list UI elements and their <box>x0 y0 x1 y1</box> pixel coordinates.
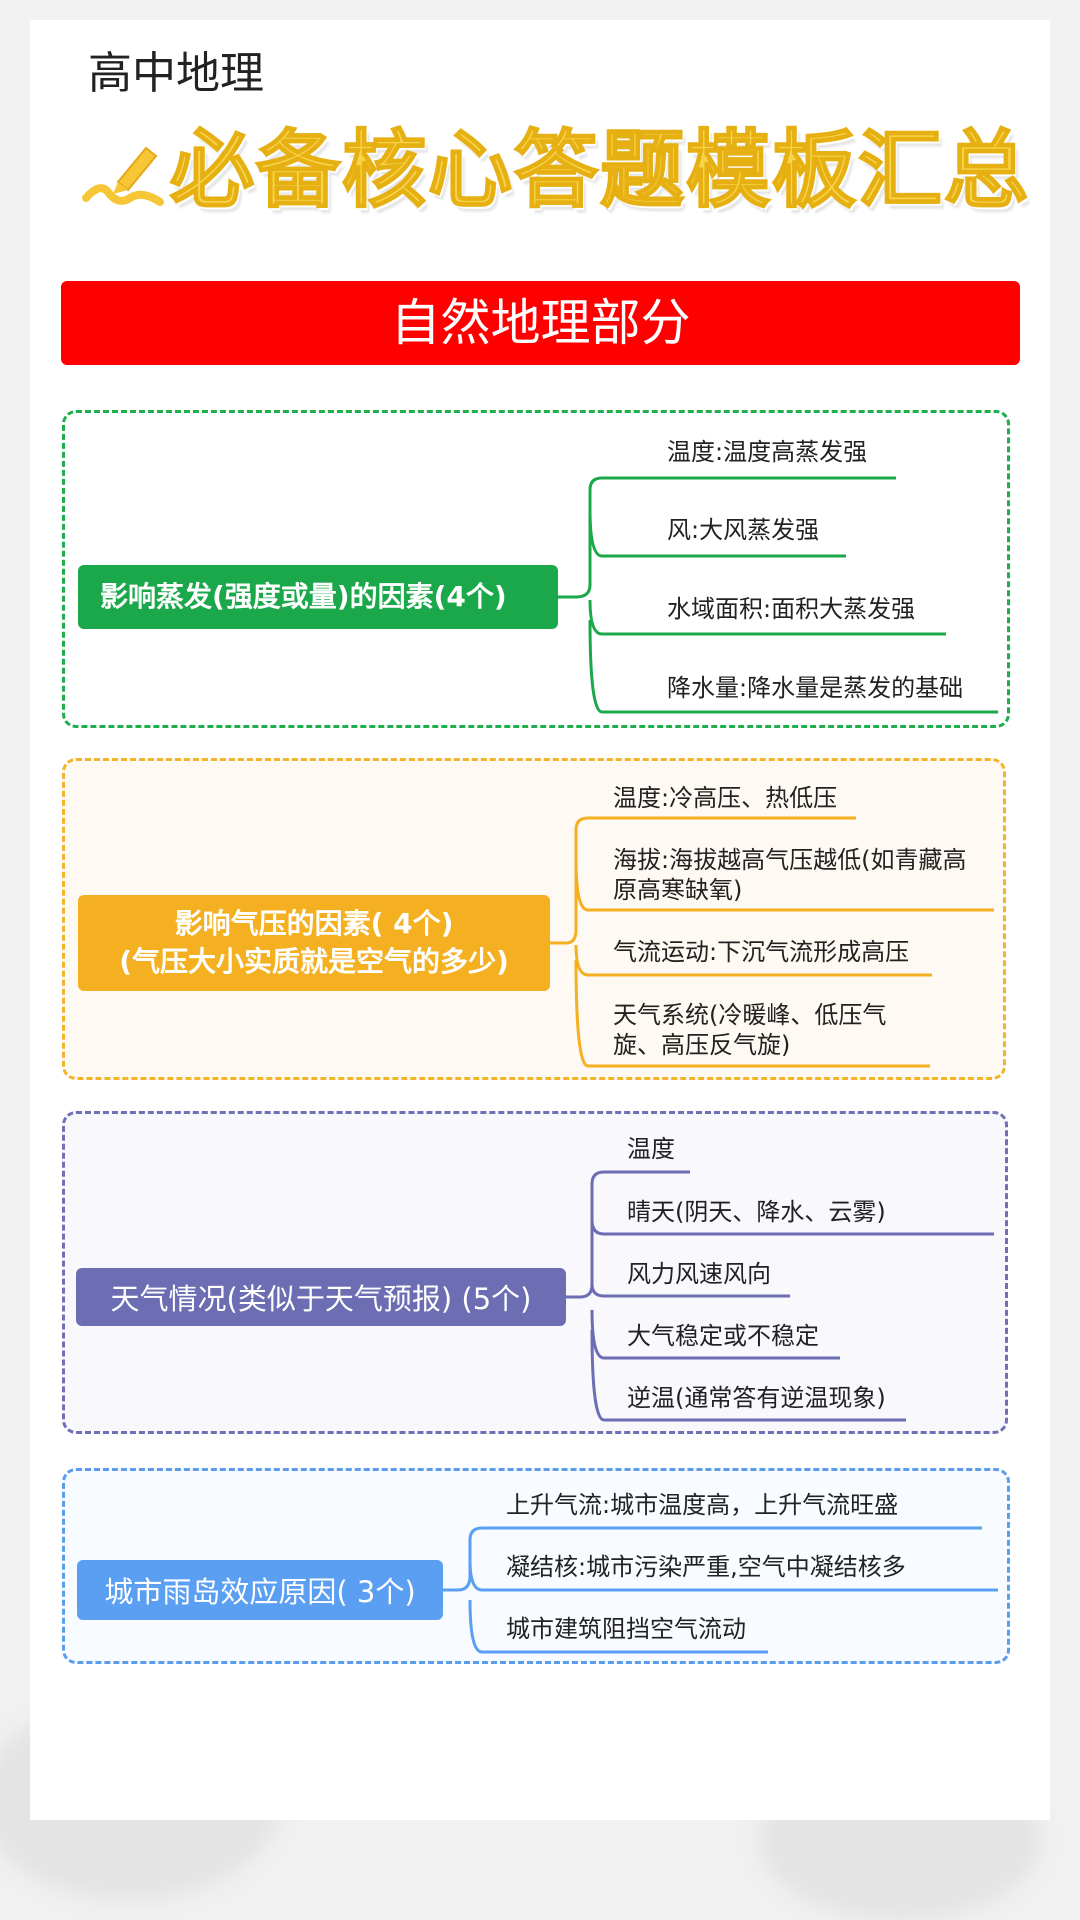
branch-item: 水域面积:面积大蒸发强 <box>667 595 916 623</box>
pressure-topic: 影响气压的因素( 4个) (气压大小实质就是空气的多少) <box>78 895 550 991</box>
branch-item: 大气稳定或不稳定 <box>627 1322 819 1350</box>
branch-item: 凝结核:城市污染严重,空气中凝结核多 <box>506 1553 906 1581</box>
branch-item: 气流运动:下沉气流形成高压 <box>613 938 910 966</box>
evaporation-topic: 影响蒸发(强度或量)的因素(4个) <box>78 565 558 629</box>
branch-item: 温度 <box>627 1135 675 1163</box>
subject-label: 高中地理 <box>88 48 264 99</box>
green-connectors <box>558 476 998 714</box>
branch-item: 上升气流:城市温度高，上升气流旺盛 <box>506 1491 899 1519</box>
branch-item: 温度:冷高压、热低压 <box>613 784 838 812</box>
branch-item: 天气系统(冷暖峰、低压气旋、高压反气旋) <box>613 1001 887 1059</box>
orange-connectors <box>550 816 994 1068</box>
section-banner: 自然地理部分 <box>61 281 1020 365</box>
branch-item: 风:大风蒸发强 <box>667 516 820 544</box>
branch-item: 逆温(通常答有逆温现象) <box>627 1384 886 1412</box>
branch-item: 海拔:海拔越高气压越低(如青藏高原高寒缺氧) <box>613 846 967 904</box>
branch-item: 风力风速风向 <box>627 1260 771 1288</box>
branch-item: 降水量:降水量是蒸发的基础 <box>667 674 964 702</box>
blue-connectors <box>443 1526 998 1654</box>
pencil-icon <box>82 146 164 206</box>
branch-item: 城市建筑阻挡空气流动 <box>506 1615 746 1643</box>
rain-island-topic: 城市雨岛效应原因( 3个) <box>77 1560 443 1620</box>
branch-item: 晴天(阴天、降水、云雾) <box>627 1198 886 1226</box>
main-title: 必备核心答题模板汇总 <box>169 121 1031 219</box>
branch-item: 温度:温度高蒸发强 <box>667 438 868 466</box>
purple-connectors <box>566 1170 994 1422</box>
weather-topic: 天气情况(类似于天气预报) (5个) <box>76 1268 566 1326</box>
